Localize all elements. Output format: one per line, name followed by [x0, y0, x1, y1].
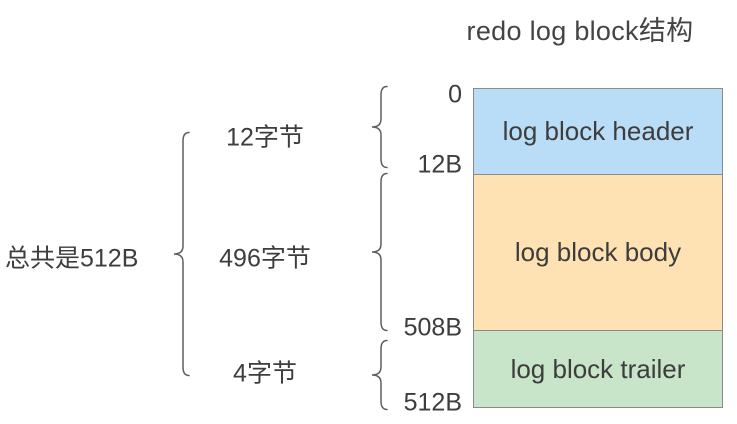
block-trailer: log block trailer — [473, 330, 723, 408]
total-size-label: 总共是512B — [5, 244, 139, 273]
offset-label-0: 0 — [448, 80, 462, 109]
header-curly-brace-icon — [369, 85, 391, 169]
size-label-body: 496字节 — [219, 244, 311, 273]
size-label-trailer: 4字节 — [233, 359, 297, 388]
block-header-label: log block header — [502, 116, 694, 146]
block-header: log block header — [473, 88, 723, 175]
trailer-curly-brace-icon — [369, 339, 391, 411]
size-label-header: 12字节 — [226, 123, 304, 152]
block-trailer-label: log block trailer — [510, 353, 686, 384]
outer-curly-brace-icon — [171, 131, 193, 377]
offset-label-12b: 12B — [417, 150, 462, 179]
offset-label-508b: 508B — [403, 313, 462, 342]
block-body: log block body — [473, 174, 723, 331]
block-body-label: log block body — [514, 237, 682, 267]
body-curly-brace-icon — [369, 172, 391, 332]
diagram-title: redo log block结构 — [466, 16, 694, 46]
offset-label-512b: 512B — [403, 388, 462, 417]
block-stack: log block header log block body log bloc… — [473, 88, 723, 408]
